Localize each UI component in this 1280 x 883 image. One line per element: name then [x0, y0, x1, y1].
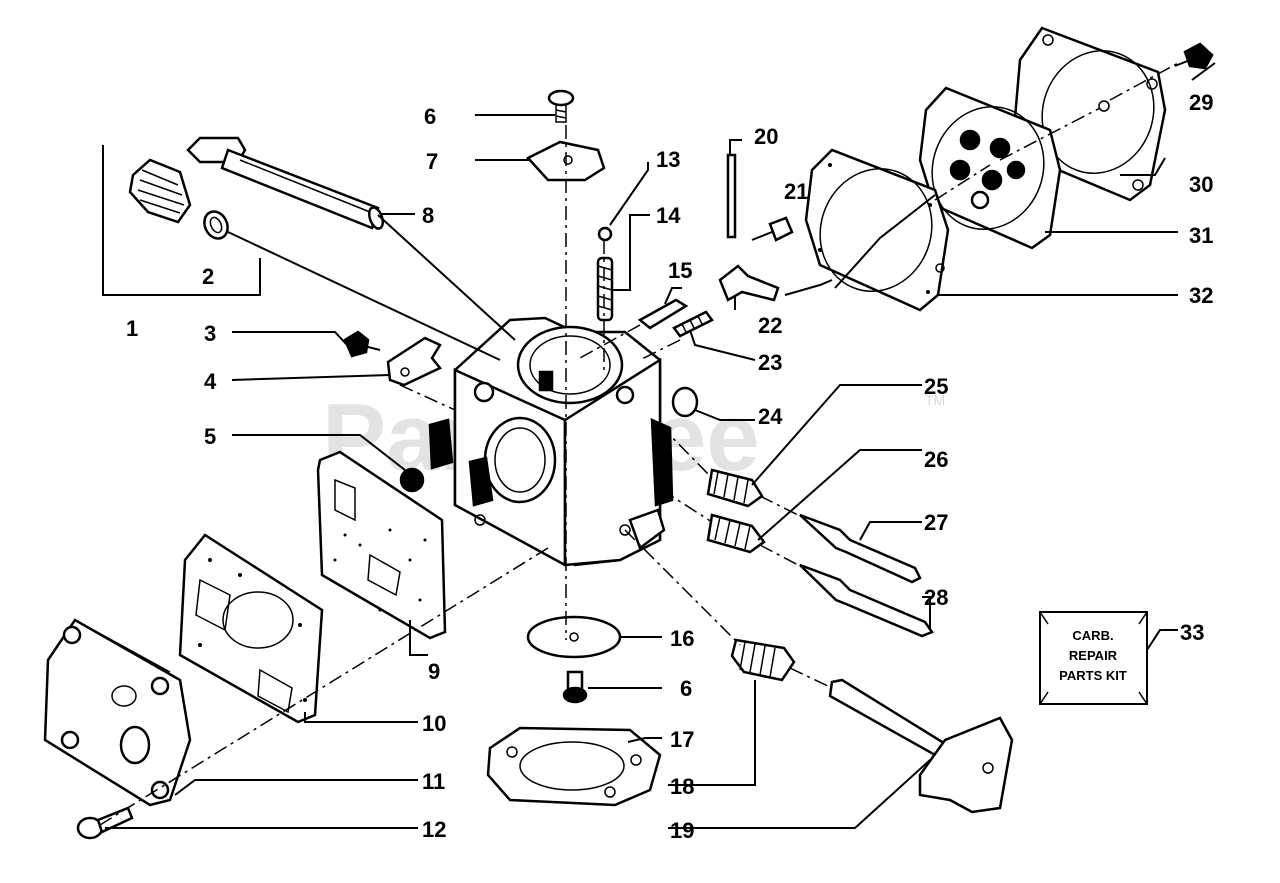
- repair-kit-line1: CARB.: [1072, 628, 1113, 643]
- part-screw-21: [751, 216, 794, 242]
- part-disc-16: [526, 615, 622, 659]
- callout-25: 25: [924, 374, 948, 399]
- part-carburetor-body: [428, 316, 674, 568]
- callout-3: 3: [204, 321, 216, 346]
- part-lever-4: [386, 336, 442, 387]
- part-screw-3: [343, 330, 381, 358]
- callout-1: 1: [126, 316, 138, 341]
- part-spring-14: [596, 256, 614, 322]
- callout-19: 19: [670, 818, 694, 843]
- part-spring-23: [672, 310, 714, 338]
- callout-6-bottom: 6: [680, 676, 692, 701]
- callout-31: 31: [1189, 223, 1213, 248]
- callout-28: 28: [924, 585, 948, 610]
- callout-26: 26: [924, 447, 948, 472]
- callout-labels: 1 2 3 4 5 6 6 7 8 9 10 11 12 13 14 15 16…: [126, 90, 1213, 843]
- callout-17: 17: [670, 727, 694, 752]
- part-ball-5: [399, 467, 425, 493]
- callout-10: 10: [422, 711, 446, 736]
- callout-2: 2: [202, 264, 214, 289]
- part-screw-6-top: [547, 89, 575, 123]
- callout-27: 27: [924, 510, 948, 535]
- part-plug-24: [671, 386, 699, 418]
- callout-15: 15: [668, 258, 692, 283]
- callout-4: 4: [204, 369, 217, 394]
- part-cover-11: [43, 618, 192, 807]
- callout-13: 13: [656, 147, 680, 172]
- part-fitting-assembly: [102, 145, 261, 296]
- part-gasket-9: [316, 450, 447, 640]
- part-spring-25: [706, 468, 764, 508]
- callout-5: 5: [204, 424, 216, 449]
- callout-11: 11: [422, 769, 445, 794]
- part-needle-28: [799, 563, 934, 638]
- repair-kit-line2: REPAIR: [1069, 648, 1118, 663]
- callout-16: 16: [670, 626, 694, 651]
- part-ball-13: [597, 226, 613, 242]
- callout-30: 30: [1189, 172, 1213, 197]
- callout-14: 14: [656, 203, 681, 228]
- part-screw-6-bottom: [562, 670, 588, 704]
- part-throttle-shaft: [186, 136, 385, 230]
- part-needle-15: [637, 298, 689, 330]
- part-screw-29: [1174, 42, 1214, 70]
- callout-29: 29: [1189, 90, 1213, 115]
- callout-6-top: 6: [424, 104, 436, 129]
- callout-12: 12: [422, 817, 446, 842]
- part-screw-12: [76, 806, 134, 840]
- callout-23: 23: [758, 350, 782, 375]
- part-spring-26: [706, 513, 766, 554]
- repair-kit-box: CARB. REPAIR PARTS KIT: [1039, 611, 1148, 705]
- part-diaphragm-31: [918, 86, 1062, 250]
- part-pin-20: [726, 153, 737, 239]
- callout-18: 18: [670, 774, 694, 799]
- callout-20: 20: [754, 124, 778, 149]
- callout-22: 22: [758, 313, 782, 338]
- repair-kit-line3: PARTS KIT: [1059, 668, 1127, 683]
- part-diaphragm-plate-10: [178, 533, 324, 724]
- callout-33: 33: [1180, 620, 1204, 645]
- part-gasket-17: [486, 726, 662, 807]
- part-needle-27: [799, 513, 922, 584]
- callout-8: 8: [422, 203, 434, 228]
- leader-lines: [105, 62, 1216, 829]
- callout-7: 7: [426, 149, 438, 174]
- assembly-centerlines: [99, 61, 1181, 826]
- callout-24: 24: [758, 404, 783, 429]
- part-lever-22: [718, 264, 780, 302]
- part-spring-18: [730, 638, 796, 682]
- part-gasket-32: [804, 148, 950, 312]
- watermark-trademark: TM: [925, 392, 945, 408]
- callout-32: 32: [1189, 283, 1213, 308]
- callout-21: 21: [784, 179, 808, 204]
- callout-9: 9: [428, 659, 440, 684]
- part-choke-shaft-19: [828, 678, 1014, 814]
